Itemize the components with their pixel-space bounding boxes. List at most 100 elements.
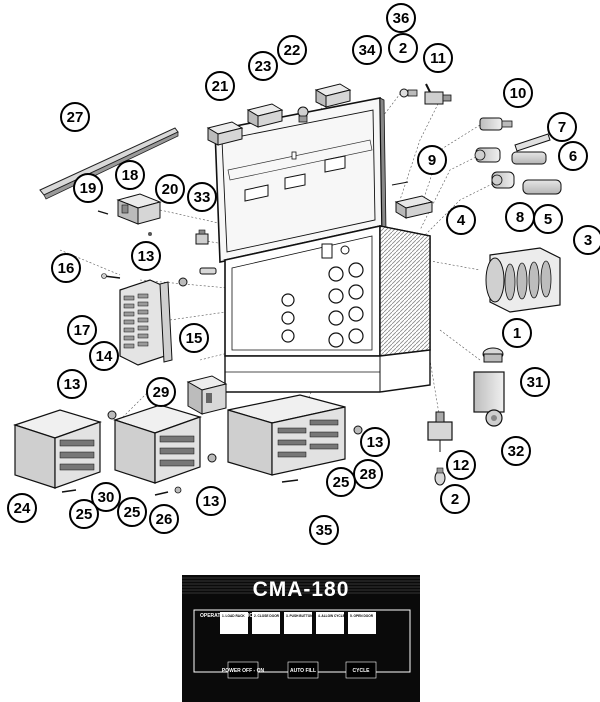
callout-14: 14 xyxy=(89,341,119,371)
part-13-nut xyxy=(207,453,217,463)
callout-bubble xyxy=(501,436,531,466)
callout-4: 4 xyxy=(446,205,476,235)
callout-16: 16 xyxy=(51,253,81,283)
callout-13: 13 xyxy=(360,427,390,457)
decal-autofill-label-box: AUTO FILL xyxy=(287,661,319,679)
callout-number: 30 xyxy=(98,489,115,506)
callout-number: 9 xyxy=(428,152,436,169)
decal-power-label: POWER OFF - ON xyxy=(222,668,265,674)
callout-24: 24 xyxy=(7,493,37,523)
callout-number: 25 xyxy=(333,474,350,491)
part-11-toggle-switch xyxy=(424,83,452,105)
callout-bubble xyxy=(533,204,563,234)
callout-bubble xyxy=(352,35,382,65)
callout-number: 25 xyxy=(76,506,93,523)
part-30-contactor xyxy=(113,404,202,484)
part-13-nut xyxy=(353,425,363,435)
part-24-contactor xyxy=(13,409,102,489)
callout-29: 29 xyxy=(146,377,176,407)
callout-bubble xyxy=(60,102,90,132)
callout-bubble xyxy=(179,323,209,353)
callout-number: 5 xyxy=(544,211,552,228)
decal-step-1: 1. LOAD RACK xyxy=(220,612,248,634)
callout-6: 6 xyxy=(558,141,588,171)
part-3-timer-motor xyxy=(485,247,561,313)
callout-number: 3 xyxy=(584,232,592,249)
callout-number: 2 xyxy=(399,40,407,57)
callout-bubble xyxy=(440,484,470,514)
callout-number: 13 xyxy=(367,434,384,451)
svg-text:3. PUSH BUTTON: 3. PUSH BUTTON xyxy=(286,614,313,618)
part-7-shaft xyxy=(514,133,551,152)
callout-bubble xyxy=(309,515,339,545)
callout-number: 36 xyxy=(393,10,410,27)
part-14-din-rail xyxy=(159,281,173,363)
callout-number: 4 xyxy=(457,212,466,229)
callout-number: 32 xyxy=(508,443,525,460)
part-32-float-switch xyxy=(473,371,505,427)
callout-number: 21 xyxy=(212,78,229,95)
callout-7: 7 xyxy=(547,112,577,142)
callout-number: 13 xyxy=(64,376,81,393)
callout-bubble xyxy=(503,78,533,108)
callout-33: 33 xyxy=(187,182,217,212)
part-26-washer xyxy=(174,486,182,494)
callout-number: 19 xyxy=(80,180,97,197)
decal-cycle-label: CYCLE xyxy=(353,668,371,674)
svg-text:2. CLOSE DOOR: 2. CLOSE DOOR xyxy=(254,614,280,618)
callout-bubble xyxy=(67,315,97,345)
callout-bubble xyxy=(417,145,447,175)
callout-bubble xyxy=(502,318,532,348)
callout-10: 10 xyxy=(503,78,533,108)
part-23-lamp-housing xyxy=(246,103,284,128)
callout-35: 35 xyxy=(309,515,339,545)
svg-text:4. ALLOW CYCLE: 4. ALLOW CYCLE xyxy=(318,614,345,618)
part-12-rocker-switch xyxy=(427,411,453,452)
part-35-control-decal: CMA-180 OPERATING INSTRUCTIONS 1. LOAD R… xyxy=(182,575,420,702)
part-16-screw xyxy=(101,273,121,279)
callout-2: 2 xyxy=(440,484,470,514)
callout-number: 28 xyxy=(360,466,377,483)
part-8-knob xyxy=(491,171,515,189)
callout-number: 27 xyxy=(67,109,84,126)
callout-number: 17 xyxy=(74,322,91,339)
callout-number: 8 xyxy=(516,209,524,226)
part-25-screw xyxy=(154,491,169,496)
part-13-nut xyxy=(107,410,117,420)
part-21-lamp-housing xyxy=(206,121,244,146)
decal-cycle-label-box: CYCLE xyxy=(345,661,377,679)
callout-11: 11 xyxy=(423,43,453,73)
decal-step-2: 2. CLOSE DOOR xyxy=(252,612,280,634)
callout-bubble xyxy=(149,504,179,534)
callout-23: 23 xyxy=(248,51,278,81)
decal-step-4: 4. ALLOW CYCLE xyxy=(316,612,345,634)
part-2-knob xyxy=(434,467,446,486)
callout-bubble xyxy=(91,482,121,512)
callout-2: 2 xyxy=(388,33,418,63)
callout-1: 1 xyxy=(502,318,532,348)
part-36-door-panel xyxy=(214,97,387,263)
callout-number: 12 xyxy=(453,457,470,474)
callout-13: 13 xyxy=(131,241,161,271)
callout-bubble xyxy=(187,182,217,212)
callout-15: 15 xyxy=(179,323,209,353)
callout-36: 36 xyxy=(386,3,416,33)
callout-13: 13 xyxy=(57,369,87,399)
part-31-cap xyxy=(482,347,504,363)
decal-step-5: 5. OPEN DOOR xyxy=(348,612,376,634)
callout-bubble xyxy=(277,35,307,65)
callout-number: 22 xyxy=(284,42,301,59)
decal-step-3: 3. PUSH BUTTON xyxy=(284,612,313,634)
part-28-contactor-pair xyxy=(227,394,346,476)
callout-18: 18 xyxy=(115,160,145,190)
callout-27: 27 xyxy=(60,102,90,132)
part-22-indicator-lamp xyxy=(297,106,309,123)
decal-autofill-label: AUTO FILL xyxy=(290,668,316,674)
callout-19: 19 xyxy=(73,173,103,203)
callout-bubble xyxy=(73,173,103,203)
callout-32: 32 xyxy=(501,436,531,466)
part-10-knob-shaft xyxy=(479,117,513,131)
part-34-lamp-housing xyxy=(314,83,352,108)
callout-bubble xyxy=(7,493,37,523)
